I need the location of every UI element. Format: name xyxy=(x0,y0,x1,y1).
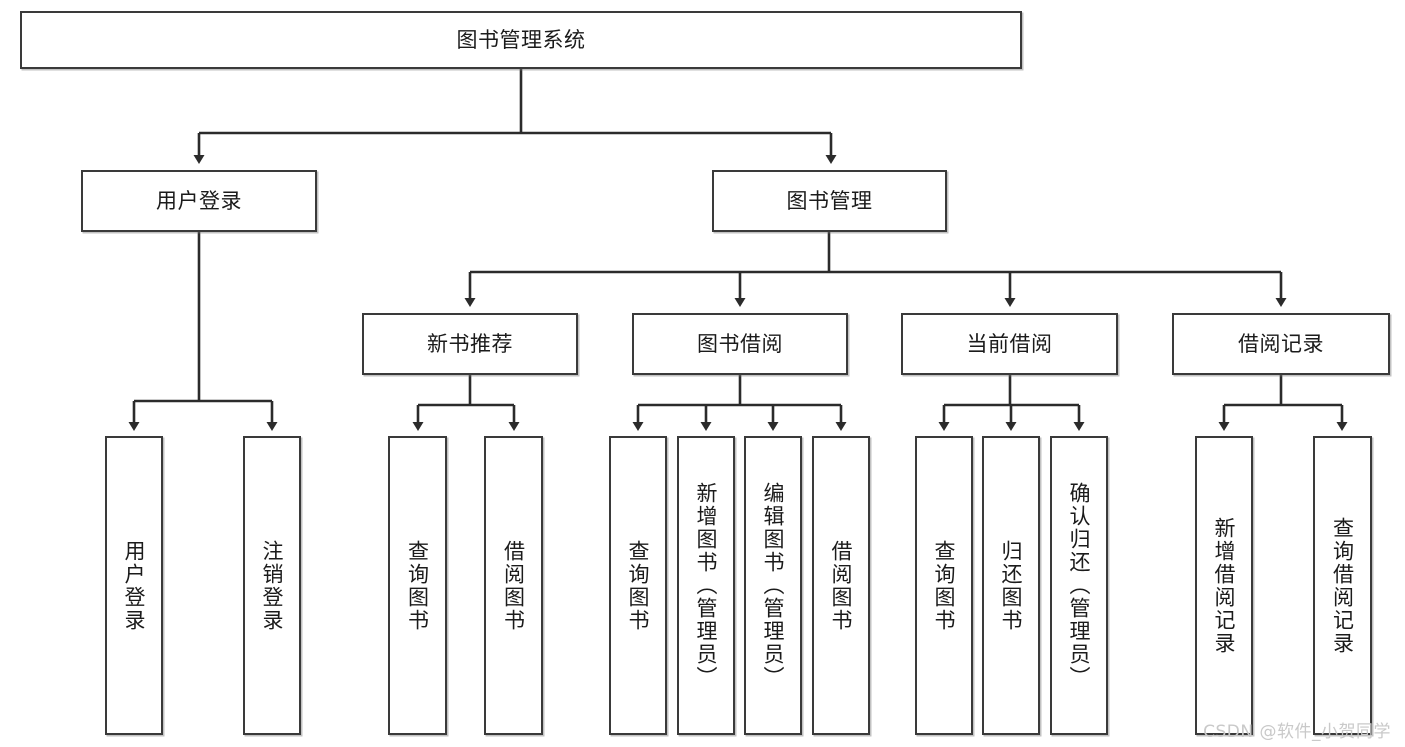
node-current-borrow[interactable]: 当前借阅 xyxy=(901,313,1118,375)
node-root-book-management-system[interactable]: 图书管理系统 xyxy=(20,11,1022,69)
leaf-current-borrow-return-book[interactable]: 归还图书 xyxy=(982,436,1040,735)
node-label: 新增图书（管理员） xyxy=(694,482,719,689)
node-label: 查询图书 xyxy=(405,539,430,632)
node-label: 查询图书 xyxy=(626,539,651,632)
node-label: 图书管理 xyxy=(786,188,873,213)
node-label: 图书借阅 xyxy=(697,331,783,356)
node-label: 归还图书 xyxy=(999,539,1024,632)
watermark: CSDN @软件_小贺同学 xyxy=(1203,722,1391,742)
node-label: 注销登录 xyxy=(260,539,285,632)
leaf-book-borrow-borrow-book[interactable]: 借阅图书 xyxy=(812,436,870,735)
leaf-borrow-record-add-record[interactable]: 新增借阅记录 xyxy=(1195,436,1253,735)
node-label: 新书推荐 xyxy=(427,331,513,356)
node-label: 借阅图书 xyxy=(501,539,526,632)
node-book-borrow[interactable]: 图书借阅 xyxy=(632,313,848,375)
node-borrow-record[interactable]: 借阅记录 xyxy=(1172,313,1390,375)
node-label: 查询借阅记录 xyxy=(1330,516,1355,655)
leaf-user-login-logout[interactable]: 注销登录 xyxy=(243,436,301,735)
leaf-book-borrow-edit-book-admin[interactable]: 编辑图书（管理员） xyxy=(744,436,802,735)
leaf-current-borrow-query-book[interactable]: 查询图书 xyxy=(915,436,973,735)
node-new-book-recommend[interactable]: 新书推荐 xyxy=(362,313,578,375)
leaf-new-book-borrow-book[interactable]: 借阅图书 xyxy=(484,436,543,735)
leaf-borrow-record-query-record[interactable]: 查询借阅记录 xyxy=(1313,436,1372,735)
node-label: 当前借阅 xyxy=(966,331,1053,356)
leaf-new-book-query-book[interactable]: 查询图书 xyxy=(388,436,447,735)
node-book-management[interactable]: 图书管理 xyxy=(712,170,947,232)
node-label: 确认归还（管理员） xyxy=(1067,482,1092,689)
leaf-user-login-login[interactable]: 用户登录 xyxy=(105,436,163,735)
leaf-book-borrow-add-book-admin[interactable]: 新增图书（管理员） xyxy=(677,436,735,735)
node-user-login[interactable]: 用户登录 xyxy=(81,170,317,232)
leaf-current-borrow-confirm-return-admin[interactable]: 确认归还（管理员） xyxy=(1050,436,1108,735)
node-label: 新增借阅记录 xyxy=(1212,516,1237,655)
node-label: 用户登录 xyxy=(122,539,147,632)
leaf-book-borrow-query-book[interactable]: 查询图书 xyxy=(609,436,667,735)
node-label: 借阅图书 xyxy=(829,539,854,632)
node-label: 编辑图书（管理员） xyxy=(761,482,786,689)
node-label: 查询图书 xyxy=(932,539,957,632)
node-label: 用户登录 xyxy=(156,188,242,213)
node-label: 图书管理系统 xyxy=(456,27,586,52)
node-label: 借阅记录 xyxy=(1238,331,1324,356)
